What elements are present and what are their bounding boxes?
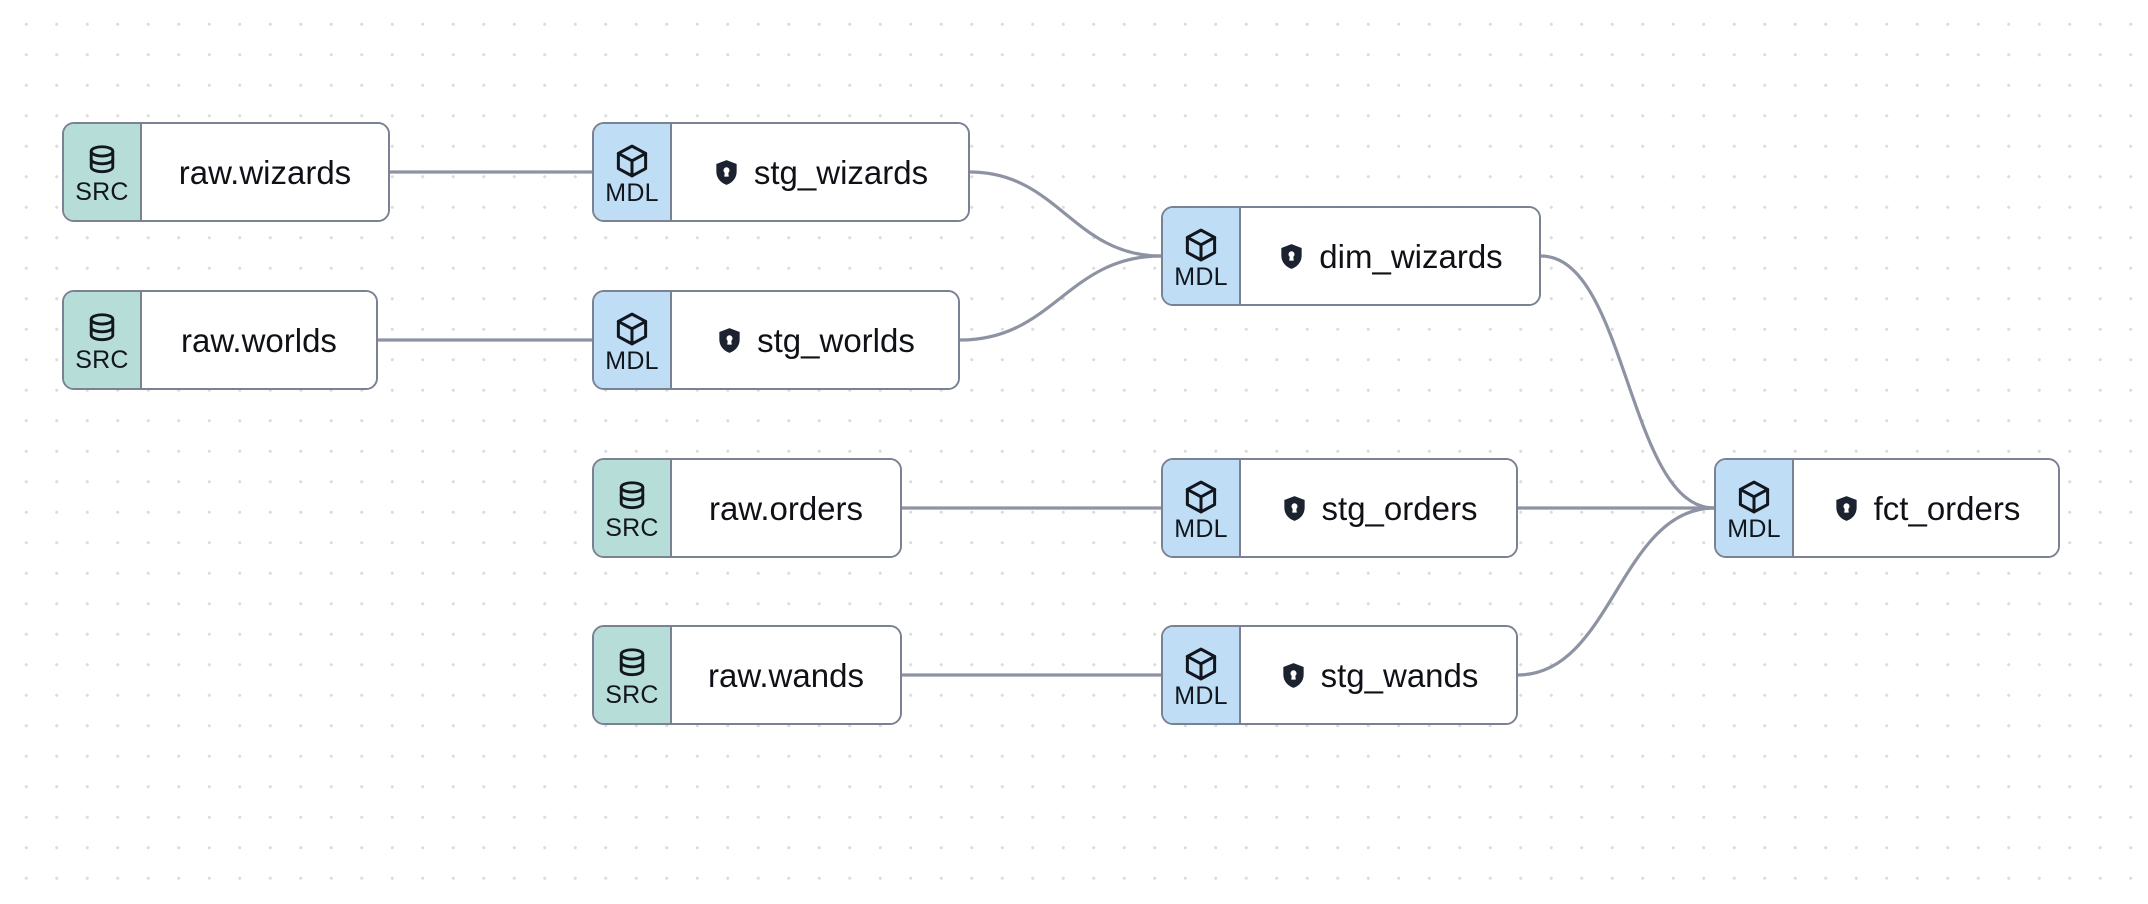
database-icon (84, 143, 120, 179)
node-type-badge-mdl: MDL (1163, 208, 1241, 304)
node-body: raw.orders (672, 460, 900, 556)
node-type-label: MDL (1727, 515, 1781, 543)
node-body: raw.wizards (142, 124, 388, 220)
node-type-label: MDL (1174, 682, 1228, 710)
lineage-node-stg_wizards[interactable]: MDL stg_wizards (592, 122, 970, 222)
node-label: dim_wizards (1319, 237, 1503, 275)
lineage-edge (1539, 254, 1716, 510)
node-type-label: MDL (1174, 515, 1228, 543)
node-type-badge-src: SRC (64, 124, 142, 220)
node-body: fct_orders (1794, 460, 2058, 556)
cube-icon (1182, 645, 1220, 683)
lineage-edge (968, 170, 1163, 258)
node-body: stg_worlds (672, 292, 958, 388)
node-type-badge-mdl: MDL (594, 124, 672, 220)
node-body: raw.wands (672, 627, 900, 723)
node-body: stg_orders (1241, 460, 1516, 556)
lineage-node-fct_orders[interactable]: MDL fct_orders (1714, 458, 2060, 558)
lineage-edge (958, 254, 1163, 342)
node-label: stg_worlds (757, 321, 915, 359)
cube-icon (613, 142, 651, 180)
node-label: raw.worlds (181, 321, 337, 359)
node-body: raw.worlds (142, 292, 376, 388)
node-label: stg_orders (1321, 489, 1478, 527)
node-type-label: SRC (75, 346, 129, 374)
lineage-node-raw_worlds[interactable]: SRC raw.worlds (62, 290, 378, 390)
node-label: stg_wizards (753, 153, 929, 191)
node-type-badge-src: SRC (594, 627, 672, 723)
shield-lock-icon (715, 326, 744, 355)
cube-icon (1182, 478, 1220, 516)
lineage-node-stg_orders[interactable]: MDL stg_orders (1161, 458, 1518, 558)
node-type-label: MDL (1174, 263, 1228, 291)
node-body: stg_wands (1241, 627, 1516, 723)
cube-icon (1182, 226, 1220, 264)
shield-lock-icon (1280, 494, 1309, 523)
node-type-badge-mdl: MDL (1716, 460, 1794, 556)
node-body: stg_wizards (672, 124, 968, 220)
lineage-node-raw_wands[interactable]: SRC raw.wands (592, 625, 902, 725)
node-label: stg_wands (1320, 656, 1479, 694)
node-type-badge-src: SRC (64, 292, 142, 388)
database-icon (84, 311, 120, 347)
node-type-label: SRC (75, 178, 129, 206)
node-type-label: SRC (605, 514, 659, 542)
node-body: dim_wizards (1241, 208, 1539, 304)
node-type-label: MDL (605, 347, 659, 375)
node-label: raw.orders (708, 489, 864, 527)
database-icon (614, 479, 650, 515)
shield-lock-icon (1279, 661, 1308, 690)
shield-lock-icon (712, 158, 741, 187)
lineage-node-dim_wizards[interactable]: MDL dim_wizards (1161, 206, 1541, 306)
node-label: fct_orders (1873, 489, 2021, 527)
database-icon (614, 646, 650, 682)
lineage-node-raw_wizards[interactable]: SRC raw.wizards (62, 122, 390, 222)
node-type-label: SRC (605, 681, 659, 709)
shield-lock-icon (1832, 494, 1861, 523)
node-type-badge-mdl: MDL (594, 292, 672, 388)
lineage-node-stg_worlds[interactable]: MDL stg_worlds (592, 290, 960, 390)
lineage-node-stg_wands[interactable]: MDL stg_wands (1161, 625, 1518, 725)
lineage-edge (1516, 506, 1716, 677)
node-type-badge-src: SRC (594, 460, 672, 556)
cube-icon (1735, 478, 1773, 516)
node-label: raw.wizards (178, 153, 352, 191)
lineage-node-raw_orders[interactable]: SRC raw.orders (592, 458, 902, 558)
node-type-label: MDL (605, 179, 659, 207)
node-label: raw.wands (708, 656, 864, 694)
shield-lock-icon (1277, 242, 1306, 271)
cube-icon (613, 310, 651, 348)
node-type-badge-mdl: MDL (1163, 460, 1241, 556)
node-type-badge-mdl: MDL (1163, 627, 1241, 723)
